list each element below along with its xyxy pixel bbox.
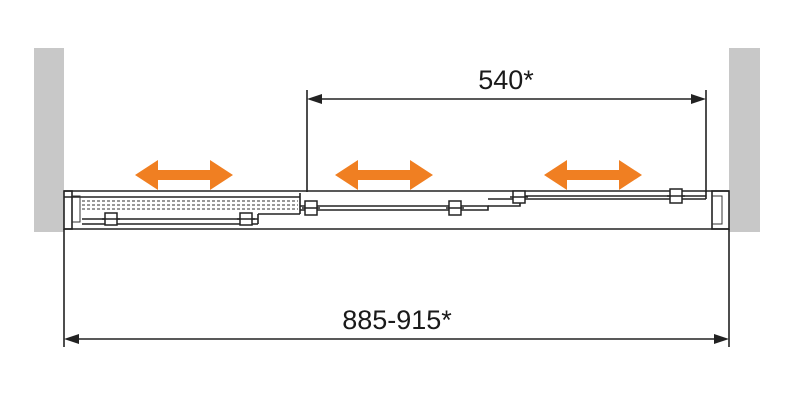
bottom-dimension-label: 885-915* (342, 305, 452, 335)
bottom-dimension: 885-915* (63, 229, 730, 347)
roller-bracket-icon (102, 212, 120, 226)
roller-bracket-icon (667, 188, 685, 204)
roller-bracket-icon (446, 200, 464, 216)
movement-arrows (135, 160, 642, 190)
right-wall (729, 48, 760, 232)
double-headed-arrow-icon (335, 160, 433, 190)
top-dimension-label: 540* (478, 65, 534, 95)
sliding-panel-middle (299, 193, 489, 214)
double-headed-arrow-icon (544, 160, 642, 190)
roller-bracket-icon (237, 212, 255, 226)
double-headed-arrow-icon (135, 160, 233, 190)
door-frame-profile (63, 190, 730, 230)
rollers (102, 188, 685, 226)
roller-bracket-icon (510, 190, 528, 204)
top-dimension: 540* (306, 65, 707, 192)
roller-bracket-icon (302, 200, 320, 216)
left-wall (34, 48, 64, 232)
